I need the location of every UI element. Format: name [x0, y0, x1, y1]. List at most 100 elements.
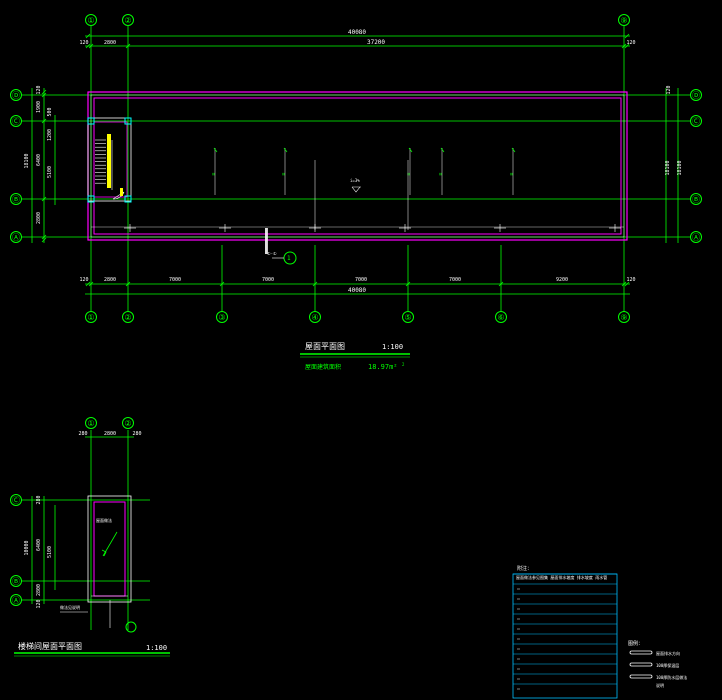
dim-tick	[85, 33, 91, 39]
dim-tick	[41, 196, 47, 202]
main-plan-scale: 1:100	[382, 343, 403, 351]
axis-bubble-top: ⑨	[620, 16, 627, 25]
dim-bottom-overall-text: 40080	[348, 287, 366, 294]
stair-axis-bubble-top: ②	[124, 419, 131, 428]
axis-bubble-bottom: ⑨	[620, 313, 627, 322]
slope-tick	[283, 147, 288, 153]
axis-bubble-left-circle	[10, 115, 22, 127]
dim-bottom-text: 120	[626, 277, 635, 283]
stair-dim-top-text: 2800	[104, 431, 116, 437]
legend-swatch-3	[629, 674, 653, 679]
stair-roof-inner	[93, 501, 126, 597]
stair-slope-tick	[101, 549, 107, 557]
dim-top-text: 120	[626, 40, 635, 46]
main-plan-title: 屋面平面图	[305, 342, 345, 351]
legend-label-2: 100厚保温层	[656, 662, 679, 668]
stair-dim-left-text: 120	[36, 599, 42, 608]
dim-tick	[41, 237, 47, 243]
wall-centerline	[90, 94, 625, 238]
dim-top-text: 37200	[367, 39, 385, 46]
slope-arrow: ≡	[508, 172, 514, 175]
axis-bubble-right: Ⓒ	[692, 117, 700, 126]
slope-tick	[408, 147, 413, 153]
dim-left-text-b: 1200	[47, 129, 53, 141]
stair-axis-bubble-top-circle	[85, 417, 97, 429]
column	[124, 195, 132, 203]
axis-bubble-right-circle	[690, 231, 702, 243]
axis-bubble-bottom-circle	[216, 311, 228, 323]
dim-tick	[624, 33, 630, 39]
axis-bubble-right-circle	[690, 89, 702, 101]
axis-bubble-left-circle	[10, 193, 22, 205]
section-mark-text: ①-①	[267, 251, 277, 256]
axis-bubble-bottom-circle	[122, 311, 134, 323]
dim-tick	[621, 43, 627, 49]
axis-bubble-right-circle	[690, 115, 702, 127]
dim-bottom-text: 9200	[556, 277, 568, 283]
stair-axis-bubble-top-circle	[122, 417, 134, 429]
dim-top-overall-text: 40080	[348, 29, 366, 36]
dimension-lines	[31, 33, 679, 604]
dim-tick	[498, 281, 504, 287]
dim-bottom-text: 120	[79, 277, 88, 283]
legend-note: 说明	[656, 682, 664, 688]
axis-bubble-bottom: ⑤	[404, 313, 411, 322]
dim-left-text: 2800	[36, 212, 42, 224]
stair-dim-left-text: 280	[36, 495, 42, 504]
legend-item-1: 屋面排水方向	[629, 650, 680, 656]
axis-bubble-top-circle	[618, 14, 630, 26]
axis-bubble-right-circle	[690, 193, 702, 205]
legend-swatch-2	[629, 662, 653, 667]
axis-bubble-bottom-circle	[85, 311, 97, 323]
axis-bubble-top: ①	[87, 16, 94, 25]
dim-left-total: 18100	[24, 153, 30, 168]
stair-axis-bubble-left-circle	[10, 494, 22, 506]
stair-dim-top-text: 280	[78, 431, 87, 437]
column	[87, 195, 95, 203]
slope-tick	[213, 147, 218, 153]
dim-tick	[41, 118, 47, 124]
legend-item-2: 100厚保温层	[629, 662, 679, 668]
stair-dim-top-text: 280	[132, 431, 141, 437]
notes-table-frame	[512, 573, 618, 699]
axis-bubble-left: Ⓑ	[12, 195, 20, 204]
dim-tick	[125, 281, 131, 287]
legend-label-3: 100厚防水层做法	[656, 674, 687, 680]
slope-arrow: ≡	[437, 172, 443, 175]
axis-bubble-bottom: ⑥	[497, 313, 504, 322]
legend-swatch-1	[629, 650, 653, 655]
area-value: 18.97m²	[368, 363, 398, 371]
stair-detail-bubble	[125, 621, 137, 633]
dim-left-text-b: 500	[47, 107, 53, 116]
slope-tick	[440, 147, 445, 153]
dim-left-text-b: 5100	[47, 166, 53, 178]
dim-tick	[88, 281, 94, 287]
dim-tick	[624, 43, 630, 49]
dim-tick	[85, 43, 91, 49]
slope-arrow: ≡	[280, 172, 286, 175]
stair-axis-bubble-top: ①	[87, 419, 94, 428]
dim-tick	[41, 89, 47, 95]
dim-left-text: 120	[36, 85, 42, 94]
stair	[95, 134, 125, 200]
stair-dim-left-text: 6400	[36, 539, 42, 551]
axis-bubble-bottom-circle	[618, 311, 630, 323]
axis-bubble-bottom: ①	[87, 313, 94, 322]
dim-right-text: 18100	[677, 160, 683, 175]
dim-left-text: 6400	[36, 154, 42, 166]
axis-bubble-right: Ⓐ	[692, 233, 700, 242]
detail-note: 1	[287, 255, 291, 262]
stair-dim-left-text-b: 5100	[47, 546, 53, 558]
dim-top-text: 120	[79, 40, 88, 46]
notes-header: 附注：	[517, 565, 532, 572]
notes-table	[512, 573, 618, 699]
stair-axis-bubble-left: Ⓒ	[12, 496, 20, 505]
axis-bubble-bottom-circle	[495, 311, 507, 323]
stair-axis-bubble-left-circle	[10, 575, 22, 587]
stair-room-outer	[87, 117, 132, 202]
stair-axis-bubble-left-circle	[10, 594, 22, 606]
axis-bubble-left: Ⓓ	[12, 91, 20, 100]
stair-note-1: 屋面做法	[96, 517, 112, 523]
area-note: 2	[402, 362, 405, 367]
